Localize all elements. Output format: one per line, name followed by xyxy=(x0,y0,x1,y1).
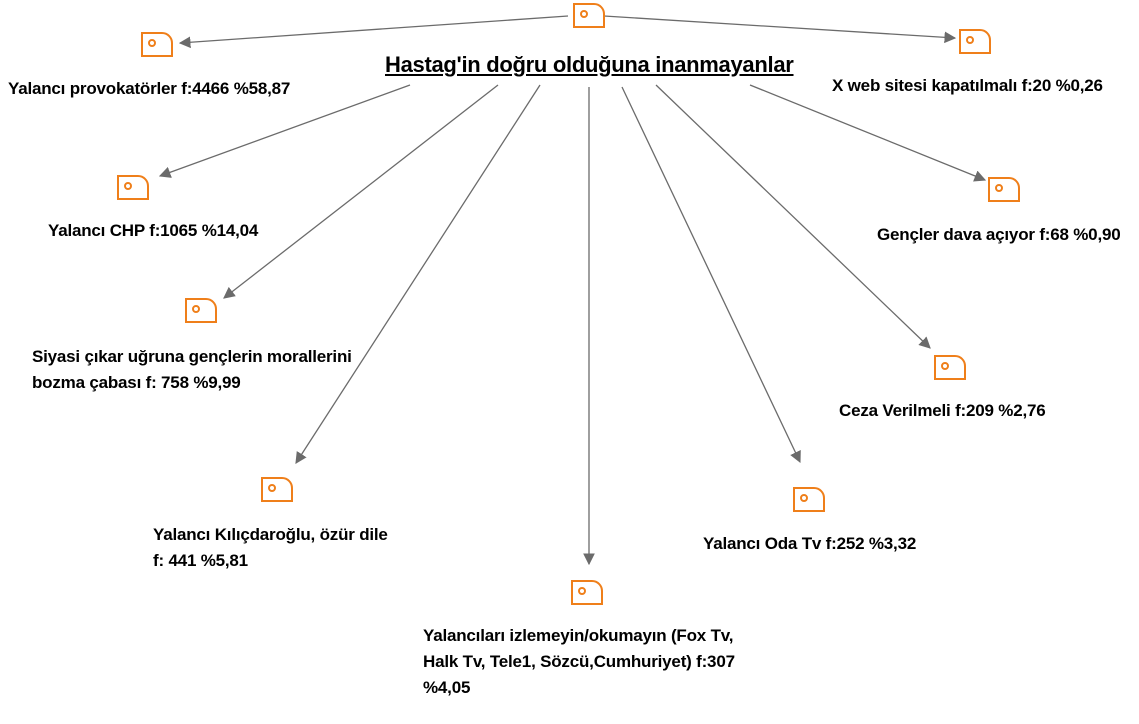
root-code-icon[interactable] xyxy=(573,3,605,28)
edge-title-c2 xyxy=(158,84,411,178)
edge-title-c4 xyxy=(295,84,541,464)
code-icon[interactable] xyxy=(117,175,149,200)
code-label-yalancilari-izlemeyin: Yalancıları izlemeyin/okumayın (Fox Tv, … xyxy=(423,626,735,697)
code-icon[interactable] xyxy=(571,580,603,605)
edge-title-c6 xyxy=(621,86,801,464)
code-icon[interactable] xyxy=(988,177,1020,202)
edge-root-c9 xyxy=(603,15,957,44)
edge-root-c1 xyxy=(178,15,569,49)
code-icon[interactable] xyxy=(141,32,173,57)
code-icon[interactable] xyxy=(959,29,991,54)
edge-title-c3 xyxy=(223,84,499,299)
code-label-ceza-verilmeli: Ceza Verilmeli f:209 %2,76 xyxy=(839,401,1046,420)
code-icon[interactable] xyxy=(261,477,293,502)
edge-title-c8 xyxy=(749,84,987,182)
edge-title-c7 xyxy=(655,84,931,349)
root-title: Hastag'in doğru olduğuna inanmayanlar xyxy=(385,52,794,77)
code-icon[interactable] xyxy=(934,355,966,380)
code-icon[interactable] xyxy=(185,298,217,323)
code-label-yalanci-kilicdaroglu: Yalancı Kılıçdaroğlu, özür dile f: 441 %… xyxy=(153,525,388,570)
code-label-yalanci-oda-tv: Yalancı Oda Tv f:252 %3,32 xyxy=(703,534,917,553)
code-label-x-web-sitesi: X web sitesi kapatılmalı f:20 %0,26 xyxy=(832,76,1103,95)
code-label-yalanci-provokatorler: Yalancı provokatörler f:4466 %58,87 xyxy=(8,79,291,98)
code-icon[interactable] xyxy=(793,487,825,512)
code-label-gencler-dava: Gençler dava açıyor f:68 %0,90 xyxy=(877,225,1121,244)
code-label-yalanci-chp: Yalancı CHP f:1065 %14,04 xyxy=(48,221,259,240)
code-label-siyasi-cikar: Siyasi çıkar uğruna gençlerin morallerin… xyxy=(32,347,352,392)
